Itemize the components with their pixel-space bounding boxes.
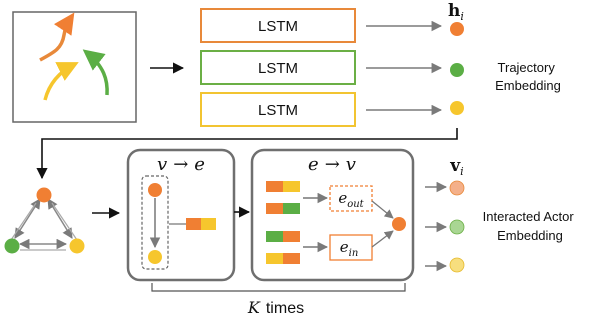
lstm-block-2: LSTM bbox=[200, 50, 356, 85]
incoming-edge-features bbox=[266, 231, 300, 264]
graph-node-orange bbox=[36, 187, 52, 203]
output-embedding-label: vi bbox=[449, 156, 463, 178]
e-out-box bbox=[329, 185, 373, 212]
v-to-e-panel: v→e bbox=[126, 148, 236, 282]
trajectory-embedding-label: Trajectory Embedding bbox=[495, 60, 561, 93]
edge-feature-bar bbox=[186, 218, 216, 230]
lstm-block-3: LSTM bbox=[200, 92, 356, 127]
pair-node-yellow bbox=[148, 250, 162, 264]
e-in-box bbox=[329, 234, 373, 261]
green-trajectory bbox=[82, 49, 109, 96]
output-dot-green bbox=[449, 219, 465, 235]
actor-graph bbox=[4, 187, 85, 254]
lstm-block-1: LSTM bbox=[200, 8, 356, 43]
node-pair-dashed-box bbox=[141, 175, 169, 270]
trajectory-map-panel bbox=[12, 11, 137, 123]
svg-text:LSTM: LSTM bbox=[258, 102, 298, 119]
e-to-v-panel: e→v eout ein bbox=[250, 148, 415, 282]
outgoing-edge-features bbox=[266, 181, 300, 214]
output-dot-yellow bbox=[449, 257, 465, 273]
svg-text:LSTM: LSTM bbox=[258, 60, 298, 77]
updated-node-orange bbox=[392, 217, 406, 231]
interacted-embedding-label: Interacted Actor Embedding bbox=[483, 209, 578, 243]
v-to-e-title: v→e bbox=[157, 154, 205, 175]
orange-trajectory bbox=[39, 12, 75, 62]
hidden-state-label: hi bbox=[448, 1, 464, 23]
graph-node-yellow bbox=[69, 238, 85, 254]
pair-node-orange bbox=[148, 183, 162, 197]
yellow-trajectory bbox=[43, 62, 79, 101]
e-in-label: ein bbox=[340, 238, 359, 259]
k-times-bracket bbox=[151, 283, 406, 292]
svg-text:LSTM: LSTM bbox=[258, 18, 298, 35]
hidden-state-dot-orange bbox=[450, 22, 464, 36]
output-dot-orange bbox=[449, 180, 465, 196]
hidden-state-dot-green bbox=[450, 63, 464, 77]
e-to-v-title: e→v bbox=[308, 154, 356, 175]
graph-node-green bbox=[4, 238, 20, 254]
e-out-label: eout bbox=[338, 189, 364, 210]
hidden-state-dot-yellow bbox=[450, 101, 464, 115]
embedding-to-graph-connector bbox=[36, 128, 458, 180]
